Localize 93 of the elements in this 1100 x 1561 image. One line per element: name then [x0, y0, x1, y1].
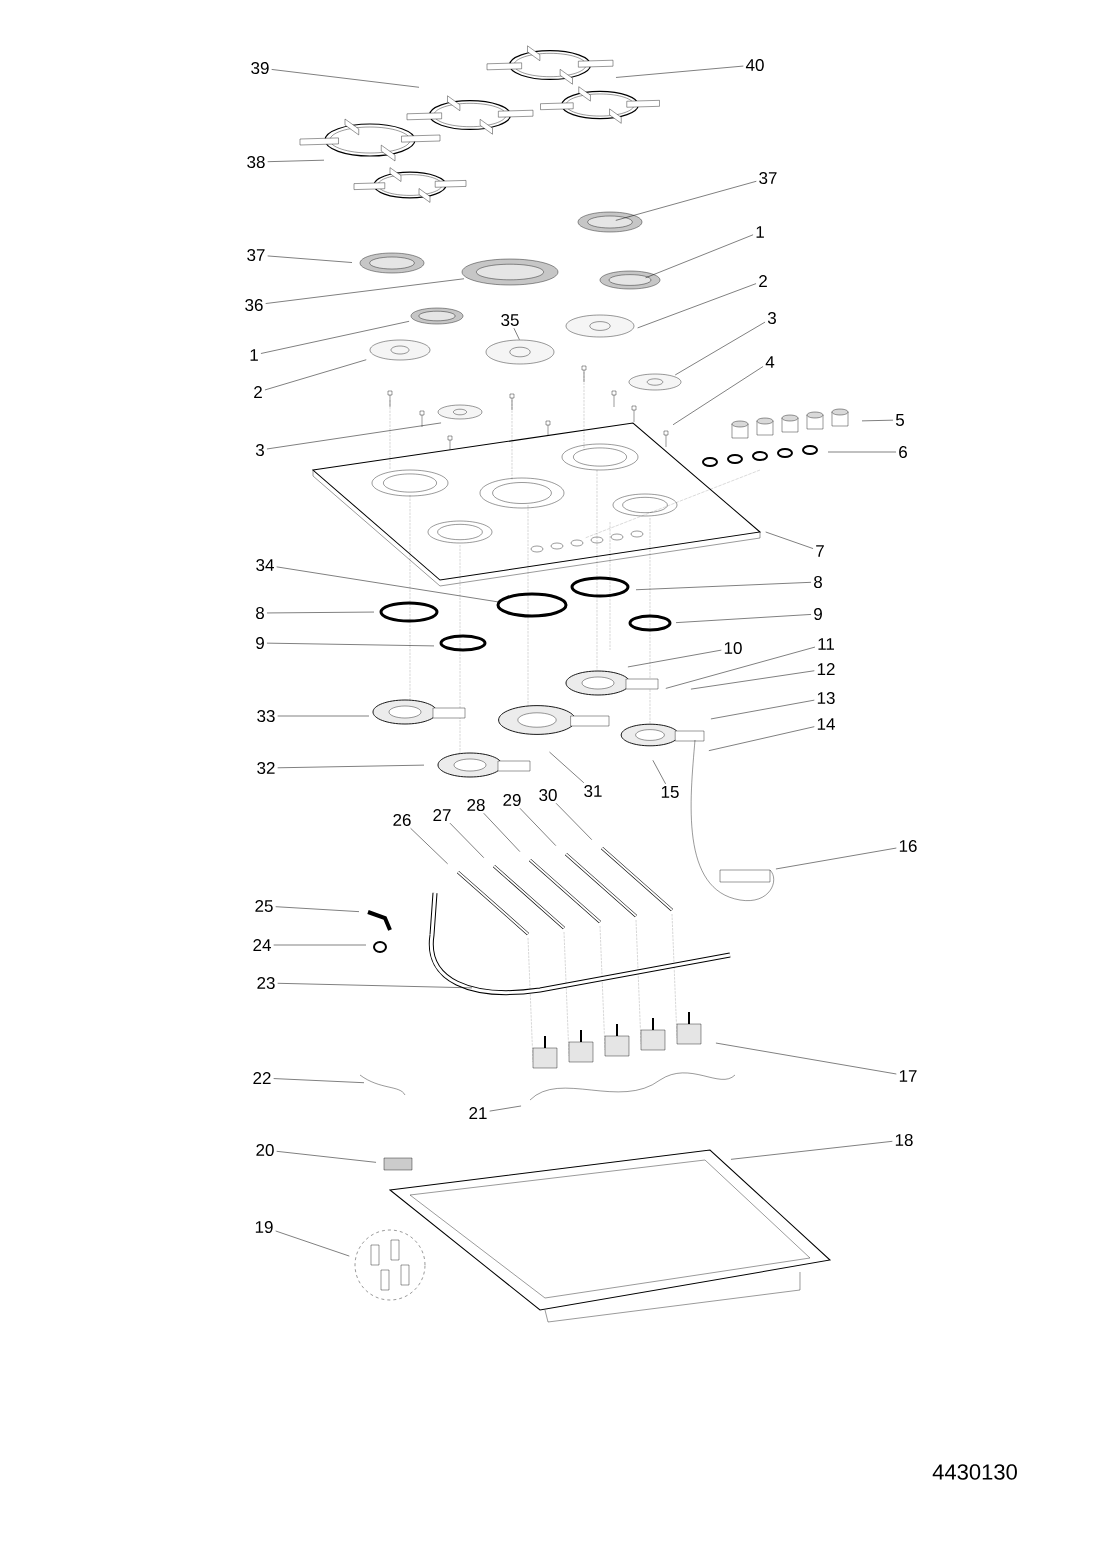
callout-number: 24: [253, 939, 271, 951]
callout-number: 17: [899, 1070, 917, 1082]
leader-line: [266, 611, 375, 614]
callout-number: 2: [254, 386, 262, 398]
callout-number: 1: [756, 226, 764, 238]
leader-line: [266, 642, 435, 647]
leader-line: [708, 726, 815, 751]
callout-number: 11: [818, 638, 834, 650]
callout-number: 8: [814, 576, 822, 589]
callout-number: 25: [255, 900, 273, 913]
leader-line: [275, 906, 360, 912]
leader-line: [519, 808, 557, 846]
leader-line: [827, 451, 897, 453]
callout-number: 19: [255, 1221, 273, 1234]
callout-number: 20: [256, 1144, 274, 1157]
leader-line: [672, 366, 764, 425]
leader-line: [277, 983, 473, 989]
leader-line: [615, 65, 744, 78]
leader-line: [273, 1078, 365, 1083]
callout-number: 32: [257, 762, 275, 775]
callout-number: 6: [899, 446, 907, 459]
leader-line: [627, 649, 722, 668]
callout-number: 22: [253, 1072, 271, 1084]
leader-line: [410, 828, 448, 865]
leader-line: [449, 822, 485, 858]
callout-number: 34: [256, 559, 274, 572]
callout-number: 2: [759, 275, 767, 287]
leader-line: [675, 614, 812, 623]
drawing-number: 4430130: [932, 1464, 1017, 1480]
callout-number: 9: [814, 608, 822, 621]
leader-line: [730, 1141, 893, 1160]
leader-line: [637, 283, 757, 329]
callout-number: 36: [245, 299, 263, 312]
leader-line: [276, 566, 500, 603]
callout-number: 15: [661, 786, 679, 798]
leader-line: [635, 582, 812, 590]
callout-number: 37: [759, 172, 777, 185]
callout-number: 4: [765, 356, 775, 368]
callout-number: 8: [256, 607, 264, 620]
callout-number: 5: [895, 414, 904, 426]
callout-number: 29: [503, 794, 521, 807]
callout-number: 40: [745, 59, 764, 72]
callout-number: 16: [899, 840, 917, 853]
leader-line: [665, 646, 816, 689]
leader-line: [652, 760, 666, 785]
leader-line: [489, 1105, 522, 1112]
leader-line: [271, 69, 420, 88]
leader-line: [615, 181, 757, 221]
leader-line: [690, 670, 815, 690]
leader-line: [273, 944, 367, 946]
leader-line: [555, 803, 593, 840]
callout-number: 38: [247, 156, 265, 169]
leader-line: [775, 847, 897, 870]
leader-line: [266, 422, 442, 450]
callout-number: 13: [817, 692, 835, 705]
callout-number: 14: [817, 718, 835, 730]
callout-number: 9: [256, 637, 264, 650]
callout-number: 23: [257, 977, 275, 990]
callout-number: 39: [251, 62, 269, 75]
callout-number: 37: [247, 249, 265, 262]
leader-line: [267, 255, 353, 263]
leader-line: [276, 1151, 377, 1163]
callout-number: 3: [767, 312, 776, 325]
leader-line: [645, 234, 754, 279]
leader-line: [275, 1230, 350, 1257]
leader-line: [710, 699, 815, 720]
leader-line: [277, 764, 425, 769]
leader-line: [264, 359, 367, 391]
callout-number: 1: [250, 349, 258, 361]
leader-line: [267, 159, 325, 162]
leader-line: [513, 328, 520, 340]
leader-line: [260, 321, 410, 354]
leader-line: [715, 1042, 897, 1075]
leader-line: [765, 531, 814, 549]
leader-line: [861, 419, 894, 422]
callout-number: 10: [724, 642, 742, 655]
callout-number: 31: [584, 785, 602, 798]
callout-number: 21: [469, 1107, 487, 1119]
leader-line: [674, 321, 766, 376]
callout-number: 12: [817, 663, 835, 675]
callout-number: 26: [393, 814, 411, 827]
callout-number: 30: [539, 789, 557, 802]
callout-number: 33: [257, 710, 275, 723]
leader-line: [483, 813, 521, 852]
callout-number: 27: [433, 809, 451, 821]
callout-number: 18: [895, 1134, 913, 1147]
callout-number: 28: [467, 799, 485, 812]
leader-line: [265, 278, 465, 304]
leader-line: [549, 751, 585, 784]
callout-number: 3: [255, 444, 264, 457]
callout-number: 7: [816, 545, 824, 557]
leader-line: [277, 715, 370, 717]
callout-number: 35: [501, 314, 519, 327]
